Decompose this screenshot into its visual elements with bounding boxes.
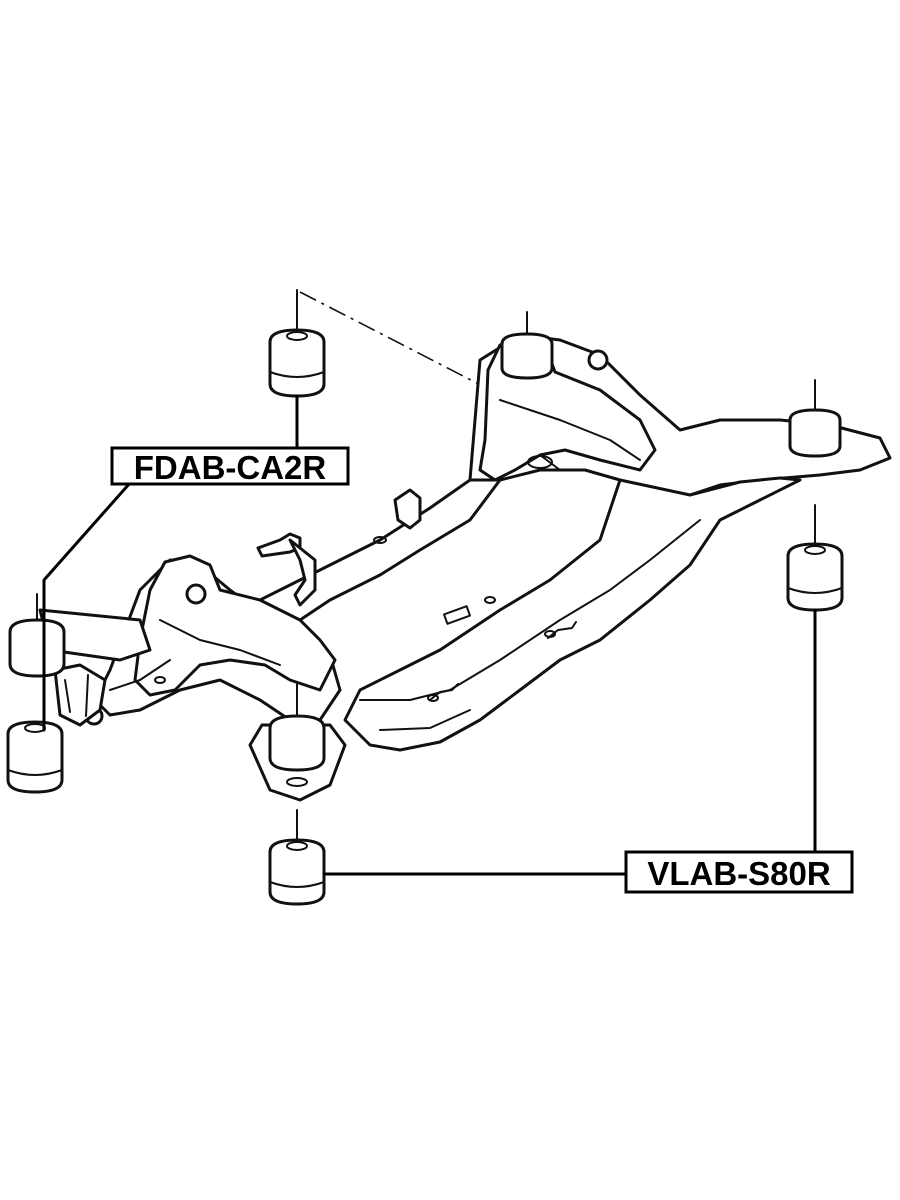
label-fdab-ca2r: FDAB-CA2R <box>110 446 350 486</box>
alignment-line <box>299 291 501 396</box>
leader-fdab-bottom <box>42 481 132 732</box>
bushing-front-left-lower <box>6 720 64 794</box>
label-vlab-s80r-text: VLAB-S80R <box>647 855 831 892</box>
label-fdab-ca2r-text: FDAB-CA2R <box>134 449 327 486</box>
leader-lines <box>42 394 817 876</box>
subframe-body <box>38 333 892 752</box>
bushing-rear-right-top <box>788 379 842 458</box>
bushing-rear-left-top <box>268 289 326 398</box>
bushing-front-right-mount <box>248 683 347 802</box>
bushing-front-right-lower <box>268 809 326 906</box>
label-vlab-s80r: VLAB-S80R <box>624 850 854 894</box>
bushing-front-left-upper <box>8 593 66 678</box>
bushing-rear-right-lower <box>786 504 844 612</box>
bushing-rear-left-mount <box>500 311 554 380</box>
